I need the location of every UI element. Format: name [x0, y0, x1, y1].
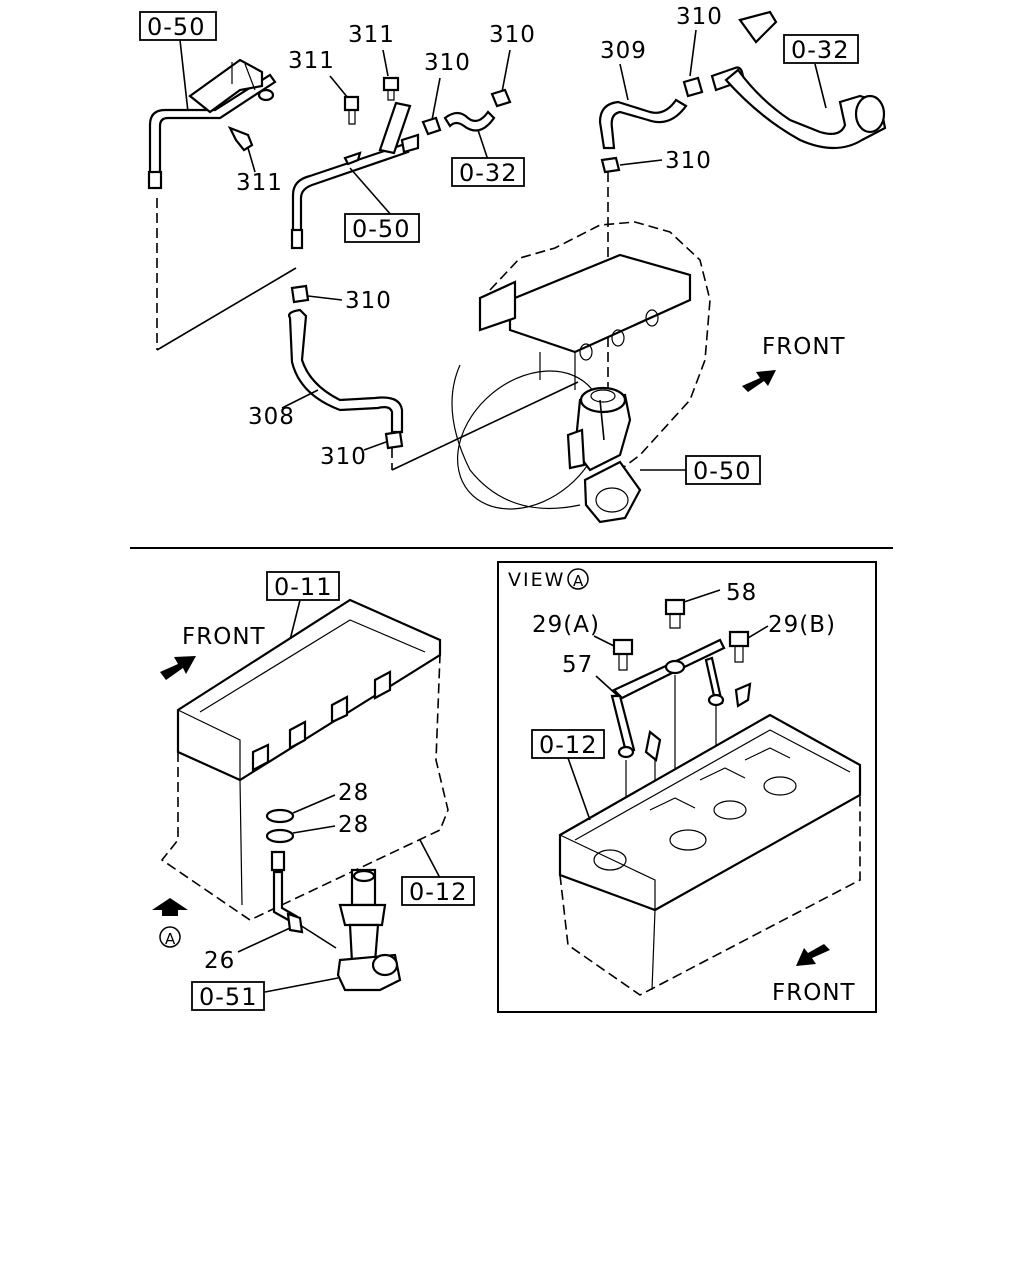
part-57: 57 [562, 652, 593, 678]
part-311-left: 311 [236, 170, 283, 196]
part-29a: 29(A) [532, 612, 600, 638]
view-a-title: VIEW [508, 569, 565, 591]
svg-text:0-50: 0-50 [147, 13, 205, 41]
svg-text:0-51: 0-51 [199, 983, 257, 1011]
ref-box-0-50-engine[interactable]: 0-50 [685, 455, 761, 485]
svg-text:0-12: 0-12 [409, 878, 467, 906]
view-a-frame [497, 561, 877, 1013]
part-26: 26 [204, 948, 235, 974]
view-a-panel: VIEW A 58 29(A) 29(B) 57 [497, 561, 877, 1013]
ref-box-0-12-view[interactable]: 0-12 [531, 729, 605, 759]
part-308: 308 [248, 404, 295, 430]
engine-block [451, 221, 711, 524]
ref-box-0-50-top-left[interactable]: 0-50 [139, 11, 217, 41]
svg-text:0-11: 0-11 [274, 573, 332, 601]
hose-308 [288, 308, 404, 434]
front-label-left: FRONT [182, 624, 266, 650]
view-a-title-circle [567, 568, 589, 590]
bolt-29a [612, 638, 634, 671]
svg-text:0-32: 0-32 [791, 36, 849, 64]
bolt-311-mid [343, 95, 360, 125]
ref-box-0-11[interactable]: 0-11 [266, 571, 340, 601]
front-label-top: FRONT [762, 334, 846, 360]
cylinder-block [160, 598, 449, 921]
oil-pump [336, 868, 402, 992]
svg-text:0-12: 0-12 [539, 731, 597, 759]
oil-jet-57 [610, 638, 752, 762]
part-310-a: 310 [424, 50, 471, 76]
svg-text:0-32: 0-32 [459, 159, 517, 187]
hose-309 [598, 98, 688, 150]
water-pipe-right [710, 10, 887, 150]
svg-text:0-50: 0-50 [352, 215, 410, 243]
front-label-view: FRONT [772, 980, 856, 1006]
ref-box-0-12-left[interactable]: 0-12 [401, 876, 475, 906]
o-ring-28-upper [265, 808, 295, 824]
view-a-arrow [152, 898, 188, 916]
front-arrow-left [160, 656, 196, 680]
part-28-upper: 28 [338, 780, 369, 806]
top-section: 0-50 311 311 311 [139, 4, 887, 524]
part-310-b: 310 [489, 22, 536, 48]
oil-pipe-26 [270, 850, 304, 934]
part-310-c: 310 [676, 4, 723, 30]
part-309: 309 [600, 38, 647, 64]
svg-text:0-50: 0-50 [693, 457, 751, 485]
part-311-top: 311 [348, 22, 395, 48]
crankcase [558, 713, 862, 996]
view-a-title-letter: A [573, 572, 584, 590]
view-a-marker-circle [159, 926, 181, 948]
bolt-29b [728, 630, 750, 663]
ref-box-0-50-middle[interactable]: 0-50 [344, 213, 420, 243]
front-arrow-top [742, 370, 776, 392]
part-310-f: 310 [320, 444, 367, 470]
water-pipe-middle [290, 101, 420, 250]
part-58: 58 [726, 580, 757, 606]
ref-box-0-32-middle[interactable]: 0-32 [451, 157, 525, 187]
part-28-lower: 28 [338, 812, 369, 838]
small-hose [443, 110, 496, 132]
bottom-left-section: 0-11 FRONT 28 28 26 [152, 571, 475, 1011]
part-311-mid: 311 [288, 48, 335, 74]
bolt-311-top [382, 76, 400, 101]
water-pipe-left [147, 58, 277, 190]
o-ring-28-lower [265, 828, 295, 844]
part-310-d: 310 [665, 148, 712, 174]
part-310-e: 310 [345, 288, 392, 314]
bolt-58 [664, 598, 686, 629]
ref-box-0-51[interactable]: 0-51 [191, 981, 265, 1011]
view-a-marker-letter: A [165, 930, 176, 948]
front-arrow-view [796, 944, 830, 966]
part-29b: 29(B) [768, 612, 836, 638]
ref-box-0-32-right[interactable]: 0-32 [783, 34, 859, 64]
